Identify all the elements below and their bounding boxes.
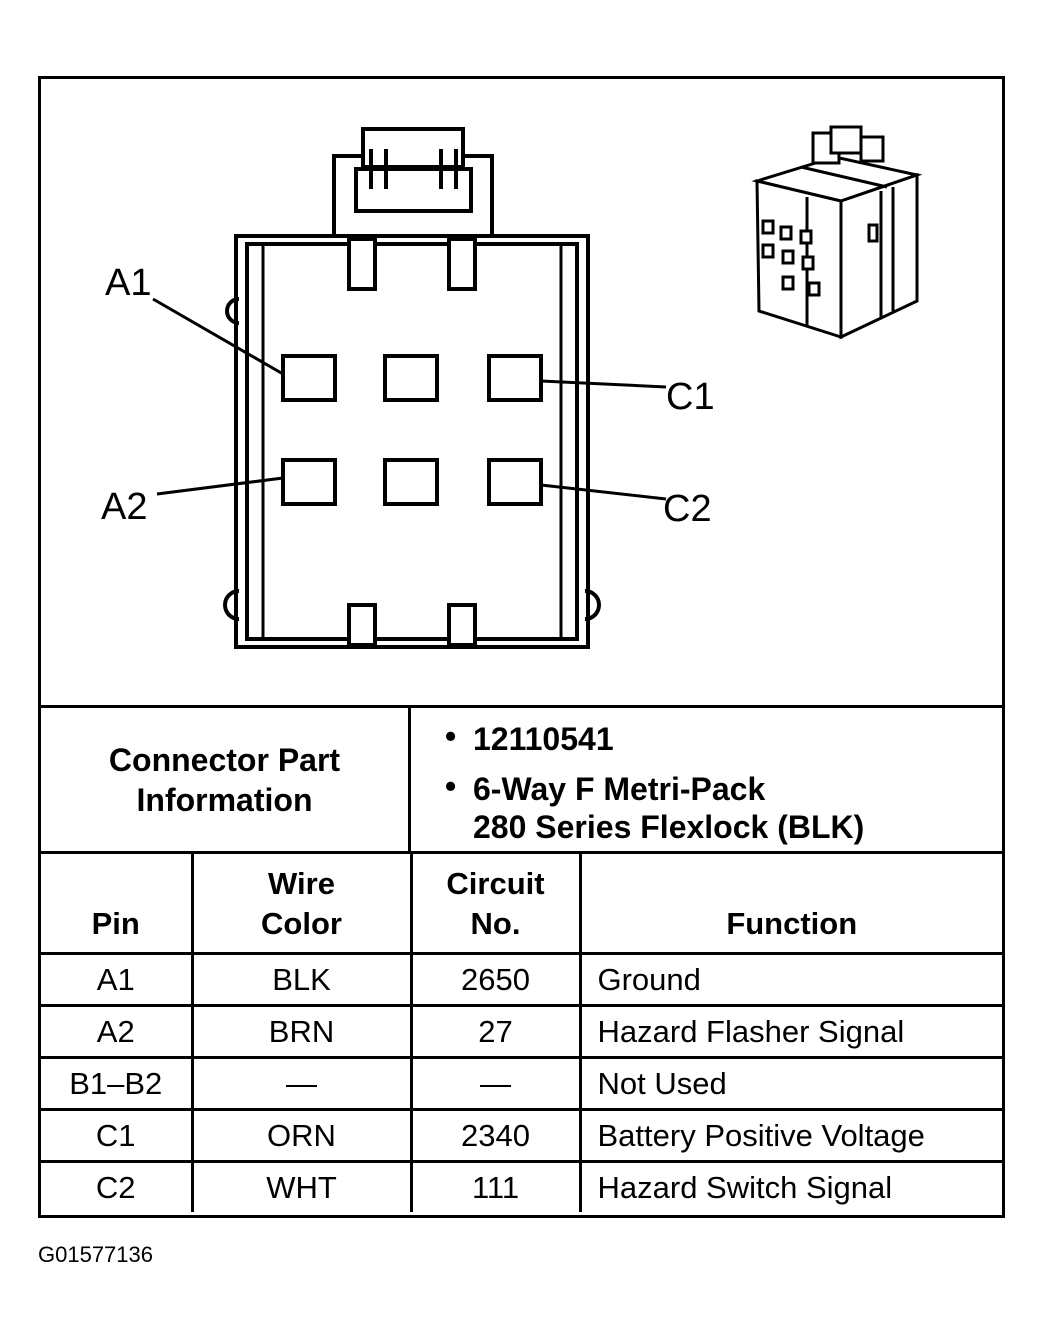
circuit-cell: 27 — [409, 1004, 582, 1059]
header-pin: Pin — [41, 851, 194, 955]
wire-color-cell: WHT — [190, 1160, 413, 1212]
part-number: 12110541 — [473, 721, 614, 757]
function-cell: Hazard Flasher Signal — [578, 1004, 1002, 1059]
table-row: C1 ORN 2340 Battery Positive Voltage — [41, 1108, 1002, 1163]
pin-label-c2: C2 — [663, 488, 712, 530]
info-label-line2: Information — [136, 781, 313, 818]
description-line2: 280 Series Flexlock (BLK) — [473, 809, 865, 845]
table-row: A2 BRN 27 Hazard Flasher Signal — [41, 1004, 1002, 1059]
circuit-cell: 111 — [409, 1160, 582, 1212]
function-cell: Hazard Switch Signal — [578, 1160, 1002, 1212]
circuit-cell: — — [409, 1056, 582, 1111]
pin-cell: C1 — [41, 1108, 194, 1163]
wire-color-cell: — — [190, 1056, 413, 1111]
function-cell: Ground — [578, 952, 1002, 1007]
figure-id: G01577136 — [38, 1242, 153, 1267]
wire-color-cell: BRN — [190, 1004, 413, 1059]
function-cell: Not Used — [578, 1056, 1002, 1111]
connector-isometric-view — [751, 125, 923, 340]
bullet-icon: • — [445, 768, 457, 804]
connector-part-info-row: Connector Part Information • 12110541 • … — [41, 705, 1002, 851]
pin-cell: C2 — [41, 1160, 194, 1212]
pin-cell: A1 — [41, 952, 194, 1007]
table-row: C2 WHT 111 Hazard Switch Signal — [41, 1160, 1002, 1212]
pin-cell: A2 — [41, 1004, 194, 1059]
table-row: A1 BLK 2650 Ground — [41, 952, 1002, 1007]
description-line1: 6-Way F Metri-Pack — [473, 771, 766, 807]
connector-diagram-frame: A1 A2 C1 C2 — [38, 76, 1005, 1218]
connector-part-info-values: • 12110541 • 6-Way F Metri-Pack 280 Seri… — [411, 708, 1002, 851]
connector-part-info-label: Connector Part Information — [41, 708, 411, 851]
pin-label-a2: A2 — [101, 486, 147, 528]
bullet-icon: • — [445, 718, 457, 754]
pin-label-a1: A1 — [105, 262, 151, 304]
circuit-cell: 2340 — [409, 1108, 582, 1163]
circuit-cell: 2650 — [409, 952, 582, 1007]
header-function: Function — [578, 851, 1002, 955]
table-row: B1–B2 — — Not Used — [41, 1056, 1002, 1111]
pin-leader-lines — [152, 297, 667, 501]
connector-diagram: A1 A2 C1 C2 — [101, 125, 923, 649]
pin-label-c1: C1 — [666, 376, 715, 418]
wire-color-cell: ORN — [190, 1108, 413, 1163]
function-cell: Battery Positive Voltage — [578, 1108, 1002, 1163]
wire-color-cell: BLK — [190, 952, 413, 1007]
info-label-line1: Connector Part — [108, 741, 341, 778]
pin-cell: B1–B2 — [41, 1056, 194, 1111]
connector-face-view — [223, 127, 601, 649]
